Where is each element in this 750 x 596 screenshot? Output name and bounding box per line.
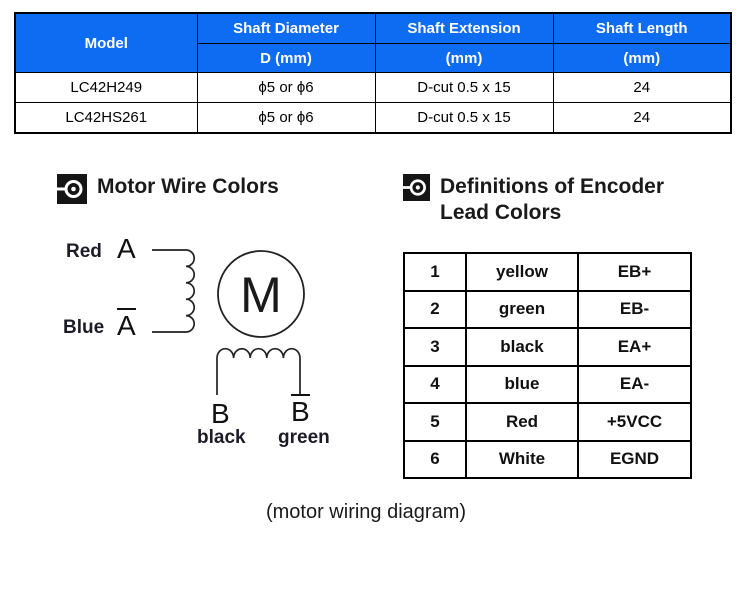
spec-cell-model: LC42HS261 xyxy=(14,102,198,134)
encoder-pin: 1 xyxy=(403,252,467,292)
wire-color-green-label: green xyxy=(278,427,330,448)
spec-subheader-d-mm: D (mm) xyxy=(196,43,376,73)
diagram-caption: (motor wiring diagram) xyxy=(265,501,467,523)
wire-color-blue-label: Blue xyxy=(63,317,105,338)
table-row: LC42H249 ϕ5 or ϕ6 D-cut 0.5 x 15 24 xyxy=(14,72,732,103)
encoder-wire-color: green xyxy=(465,289,579,329)
table-row: 4 blue EA- xyxy=(403,364,692,404)
encoder-wire-color: yellow xyxy=(465,252,579,292)
bullseye-icon xyxy=(403,174,430,201)
spec-header-shaft-diameter: Shaft Diameter xyxy=(196,12,376,44)
encoder-pin: 6 xyxy=(403,439,467,479)
section-motor-wire-colors: Motor Wire Colors xyxy=(57,174,279,204)
terminal-a-label: A xyxy=(117,233,136,264)
table-row: 1 yellow EB+ xyxy=(403,252,692,292)
encoder-wire-color: Red xyxy=(465,402,579,442)
spec-cell-length: 24 xyxy=(552,72,732,103)
terminal-b-label: B xyxy=(211,398,230,429)
encoder-wire-color: black xyxy=(465,327,579,367)
table-row: 3 black EA+ xyxy=(403,327,692,367)
encoder-signal: EB- xyxy=(577,289,692,329)
spec-cell-length: 24 xyxy=(552,102,732,134)
spec-subheader-mm: (mm) xyxy=(374,43,554,73)
spec-header-shaft-extension: Shaft Extension xyxy=(374,12,554,44)
terminal-a-bar-label: A xyxy=(117,308,136,341)
encoder-signal: EA- xyxy=(577,364,692,404)
table-row: 6 White EGND xyxy=(403,439,692,479)
encoder-pin: 3 xyxy=(403,327,467,367)
bullseye-icon xyxy=(57,174,87,204)
table-row: LC42HS261 ϕ5 or ϕ6 D-cut 0.5 x 15 24 xyxy=(14,102,732,134)
encoder-pin: 5 xyxy=(403,402,467,442)
encoder-signal: EA+ xyxy=(577,327,692,367)
spec-cell-extension: D-cut 0.5 x 15 xyxy=(374,102,554,134)
encoder-signal: EGND xyxy=(577,439,692,479)
spec-cell-model: LC42H249 xyxy=(14,72,198,103)
shaft-spec-table: Model Shaft Diameter Shaft Extension Sha… xyxy=(14,12,732,134)
encoder-wire-color: blue xyxy=(465,364,579,404)
spec-cell-extension: D-cut 0.5 x 15 xyxy=(374,72,554,103)
wire-color-black-label: black xyxy=(197,427,246,448)
motor-circle xyxy=(217,250,305,338)
terminal-b-bar-label: B xyxy=(291,394,310,427)
motor-symbol: M xyxy=(240,267,282,323)
spec-cell-diameter: ϕ5 or ϕ6 xyxy=(196,102,376,134)
phase-b-coil xyxy=(216,347,301,395)
section-encoder-lead-colors: Definitions of Encoder Lead Colors xyxy=(403,174,690,226)
caption-wrap: (motor wiring diagram) xyxy=(0,501,750,524)
encoder-signal: +5VCC xyxy=(577,402,692,442)
table-row: 5 Red +5VCC xyxy=(403,402,692,442)
table-row: 2 green EB- xyxy=(403,289,692,329)
encoder-pin: 2 xyxy=(403,289,467,329)
encoder-pin: 4 xyxy=(403,364,467,404)
spec-header-shaft-length: Shaft Length xyxy=(552,12,732,44)
encoder-lead-table: 1 yellow EB+ 2 green EB- 3 black EA+ 4 b… xyxy=(403,252,692,479)
spec-subheader-mm: (mm) xyxy=(552,43,732,73)
section-title-motor-wire-colors: Motor Wire Colors xyxy=(97,175,279,198)
encoder-signal: EB+ xyxy=(577,252,692,292)
section-title-encoder-lead-colors: Definitions of Encoder Lead Colors xyxy=(440,175,665,224)
encoder-wire-color: White xyxy=(465,439,579,479)
spec-cell-diameter: ϕ5 or ϕ6 xyxy=(196,72,376,103)
phase-a-coil xyxy=(152,249,195,333)
spec-header-model: Model xyxy=(14,12,198,73)
wire-color-red-label: Red xyxy=(66,241,102,262)
